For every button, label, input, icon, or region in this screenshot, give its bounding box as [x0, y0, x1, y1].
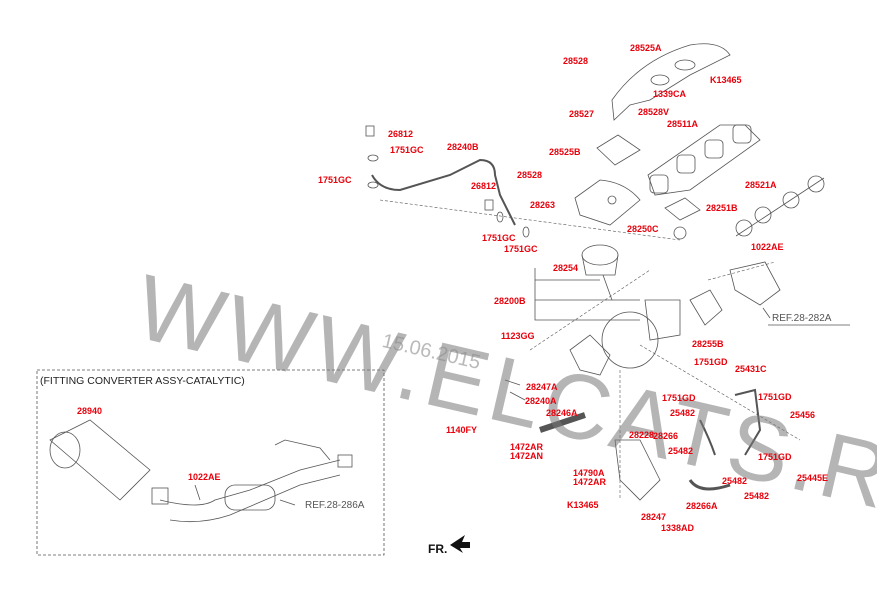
- part-label-28251b[interactable]: 28251B: [706, 203, 738, 213]
- part-label-28266a[interactable]: 28266A: [686, 501, 718, 511]
- coolant-pipe-lower: [688, 479, 731, 491]
- oil-return-pipe: [539, 412, 586, 433]
- part-label-1751gd[interactable]: 1751GD: [694, 357, 728, 367]
- part-label-1339ca[interactable]: 1339CA: [653, 89, 687, 99]
- turbocharger: [569, 299, 681, 376]
- part-label-1338ad[interactable]: 1338AD: [661, 523, 695, 533]
- part-label-25482[interactable]: 25482: [668, 446, 694, 456]
- heat-shield-bracket: [596, 134, 641, 166]
- part-label-25482[interactable]: 25482: [744, 491, 770, 501]
- part-label-1751gc[interactable]: 1751GC: [504, 244, 538, 254]
- part-label-28246a[interactable]: 28246A: [546, 408, 578, 418]
- part-label-1140fy[interactable]: 1140FY: [446, 425, 478, 435]
- part-label-28521a[interactable]: 28521A: [745, 180, 777, 190]
- converter-group-title: (FITTING CONVERTER ASSY-CATALYTIC): [40, 375, 245, 387]
- part-label-28527[interactable]: 28527: [569, 109, 595, 119]
- part-label-28255b[interactable]: 28255B: [692, 339, 724, 349]
- part-label-1751gc[interactable]: 1751GC: [390, 145, 424, 155]
- heat-shield-lower: [574, 179, 641, 226]
- part-label-1472an[interactable]: 1472AN: [510, 451, 544, 461]
- part-label-25445e[interactable]: 25445E: [797, 473, 829, 483]
- part-label-1751gd[interactable]: 1751GD: [662, 393, 696, 403]
- part-label-1022ae[interactable]: 1022AE: [188, 472, 221, 482]
- part-label-28247[interactable]: 28247: [641, 512, 667, 522]
- part-label-28525b[interactable]: 28525B: [549, 147, 581, 157]
- part-label-k13465[interactable]: K13465: [567, 500, 599, 510]
- part-label-25482[interactable]: 25482: [722, 476, 748, 486]
- part-label-14790a[interactable]: 14790A: [573, 468, 605, 478]
- part-label-1022ae[interactable]: 1022AE: [751, 242, 784, 252]
- part-label-1751gc[interactable]: 1751GC: [318, 175, 352, 185]
- part-label-28511a[interactable]: 28511A: [667, 119, 699, 129]
- converter-group-box: [36, 369, 385, 556]
- part-label-28263[interactable]: 28263: [530, 200, 556, 210]
- front-arrow-icon: [450, 535, 470, 553]
- front-label: FR.: [428, 542, 448, 556]
- part-label-1751gd[interactable]: 1751GD: [758, 392, 792, 402]
- exhaust-manifold: [647, 124, 761, 196]
- part-label-26812[interactable]: 26812: [471, 181, 497, 191]
- coolant-pipe: [699, 388, 762, 456]
- part-label-k13465[interactable]: K13465: [710, 75, 742, 85]
- part-label-26812[interactable]: 26812: [388, 129, 414, 139]
- catalytic-converter: [49, 419, 353, 523]
- part-label-1472ar[interactable]: 1472AR: [573, 477, 607, 487]
- part-label-25482[interactable]: 25482: [670, 408, 696, 418]
- part-label-1751gc[interactable]: 1751GC: [482, 233, 516, 243]
- part-label-25456[interactable]: 25456: [790, 410, 816, 420]
- part-label-28266[interactable]: 28266: [653, 431, 679, 441]
- heat-shield-upper: [611, 43, 731, 121]
- wastegate-actuator: [581, 244, 619, 266]
- manifold-gasket: [735, 175, 825, 237]
- part-label-28240b[interactable]: 28240B: [447, 142, 479, 152]
- part-label-1751gd[interactable]: 1751GD: [758, 452, 792, 462]
- part-label-1123gg[interactable]: 1123GG: [501, 331, 535, 341]
- turbo-bracket: [614, 439, 661, 501]
- part-label-28940[interactable]: 28940: [77, 406, 103, 416]
- part-label-28240a[interactable]: 28240A: [525, 396, 557, 406]
- part-label-28228[interactable]: 28228: [629, 430, 655, 440]
- part-label-1472ar[interactable]: 1472AR: [510, 442, 544, 452]
- oil-feed-pipe: [371, 158, 516, 226]
- turbo-outlet-elbow: [729, 261, 781, 306]
- part-label-28200b[interactable]: 28200B: [494, 296, 526, 306]
- ref-converter[interactable]: REF.28-286A: [305, 500, 365, 511]
- part-label-28528[interactable]: 28528: [563, 56, 589, 66]
- part-label-28254[interactable]: 28254: [553, 263, 579, 273]
- part-label-28528v[interactable]: 28528V: [638, 107, 670, 117]
- part-label-28247a[interactable]: 28247A: [526, 382, 558, 392]
- ref-turbo[interactable]: REF.28-282A: [772, 313, 832, 324]
- part-label-28250c[interactable]: 28250C: [627, 224, 659, 234]
- part-label-28528[interactable]: 28528: [517, 170, 543, 180]
- part-label-28525a[interactable]: 28525A: [630, 43, 662, 53]
- part-label-25431c[interactable]: 25431C: [735, 364, 767, 374]
